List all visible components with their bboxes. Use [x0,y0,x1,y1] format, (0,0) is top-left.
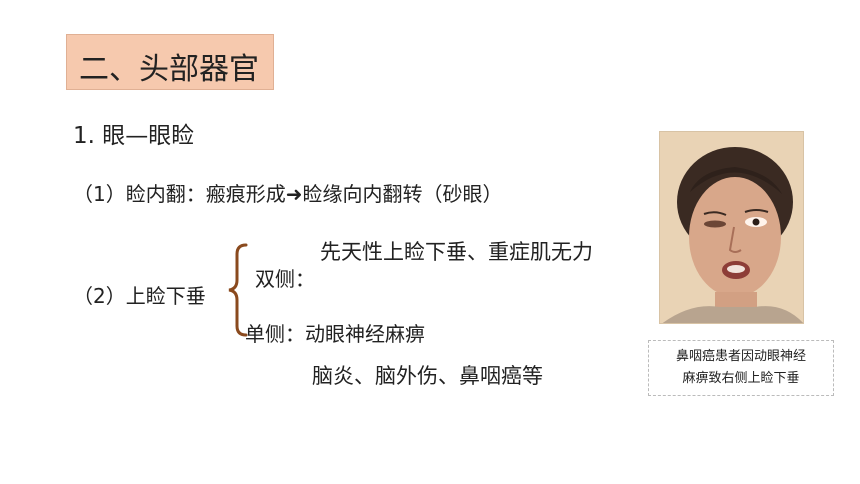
title-box: 二、头部器官 [66,34,274,90]
item-entropion-suffix: 睑缘向内翻转（砂眼） [302,182,503,206]
item-entropion-prefix: （1）睑内翻：瘢痕形成 [73,182,286,206]
slide-title: 二、头部器官 [79,52,259,87]
bilateral-label: 双侧： [255,267,315,291]
item-ptosis-label: （2）上睑下垂 [73,284,206,308]
bilateral-causes: 先天性上睑下垂、重症肌无力 [320,240,593,264]
unilateral-label: 单侧：动眼神经麻痹 [245,322,425,346]
patient-photo [659,131,804,324]
photo-caption: 鼻咽癌患者因动眼神经 麻痹致右侧上睑下垂 [675,349,806,386]
brace-bracket [228,243,248,337]
unilateral-causes: 脑炎、脑外伤、鼻咽癌等 [312,364,543,388]
item-entropion: （1）睑内翻：瘢痕形成➜睑缘向内翻转（砂眼） [73,178,503,207]
section-subtitle: 1. 眼—眼睑 [73,123,195,149]
photo-caption-box: 鼻咽癌患者因动眼神经 麻痹致右侧上睑下垂 [648,340,834,396]
face-illustration [660,132,803,323]
arrow-right-icon: ➜ [285,182,303,206]
